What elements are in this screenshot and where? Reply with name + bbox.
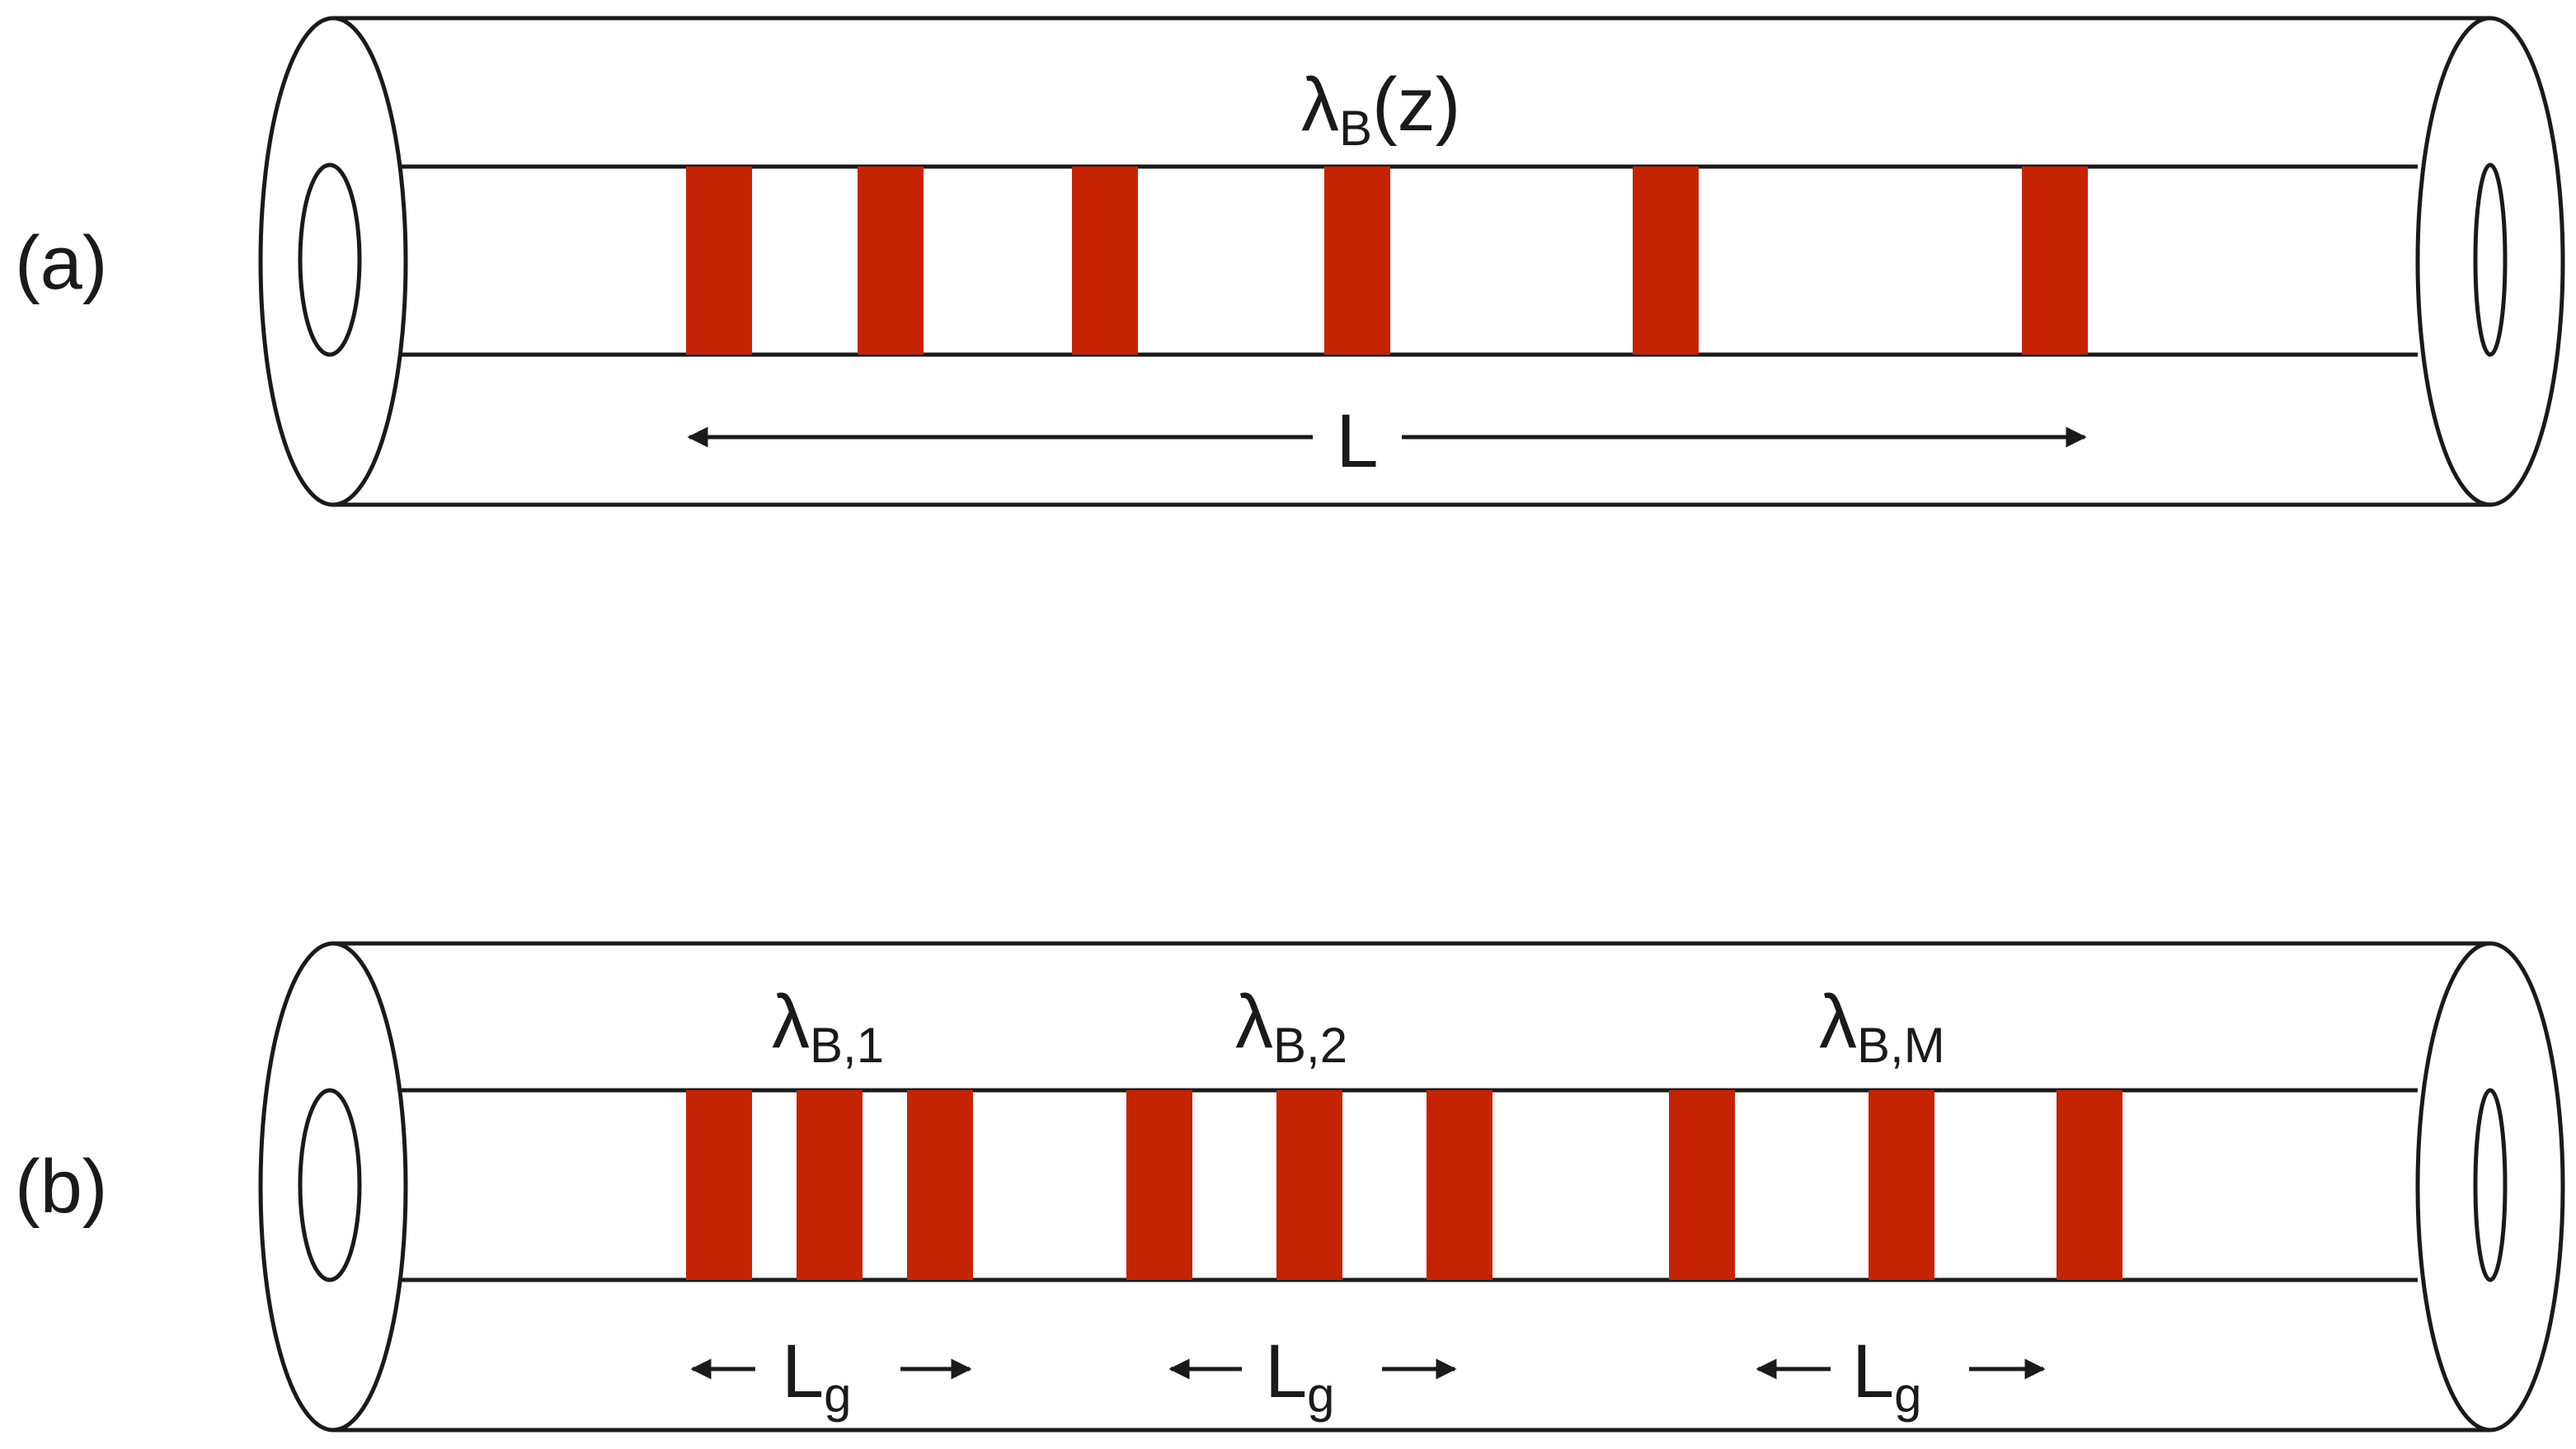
grating-b-1-2 — [797, 1090, 863, 1280]
wavelength-label-b-2: λB,2 — [1235, 980, 1347, 1073]
wavelength-label-a: λB(z) — [1301, 63, 1460, 156]
grating-b-1-1 — [686, 1090, 752, 1280]
grating-a-5 — [1633, 167, 1699, 355]
grating-group-2: λB,2 Lg — [1126, 980, 1492, 1423]
panel-b-label: (b) — [15, 1145, 107, 1229]
fiber-a-left-core — [298, 162, 362, 357]
length-label-a: L — [1336, 399, 1378, 483]
grating-a-2 — [858, 167, 924, 355]
fiber-b-right-core — [2473, 1088, 2508, 1282]
grating-a-3 — [1072, 167, 1138, 355]
fiber-b — [258, 941, 2565, 1433]
fiber-a — [258, 16, 2565, 507]
grating-b-m-3 — [2057, 1090, 2122, 1280]
grating-b-2-1 — [1126, 1090, 1192, 1280]
gratings-a — [686, 167, 2088, 355]
length-label-b-m: Lg — [1852, 1329, 1922, 1423]
grating-b-m-2 — [1869, 1090, 1934, 1280]
panel-a-label: (a) — [15, 221, 107, 305]
grating-b-2-3 — [1427, 1090, 1492, 1280]
grating-group-1: λB,1 Lg — [686, 980, 973, 1423]
fiber-b-left-core — [298, 1088, 362, 1282]
grating-b-2-2 — [1276, 1090, 1342, 1280]
grating-a-6 — [2022, 167, 2088, 355]
length-label-b-1: Lg — [782, 1329, 852, 1423]
length-label-b-2: Lg — [1265, 1329, 1335, 1423]
panel-b: (b) λB,1 Lg λB,2 Lg — [15, 941, 2565, 1433]
wavelength-label-b-m: λB,M — [1819, 980, 1945, 1073]
grating-group-m: λB,M Lg — [1669, 980, 2122, 1423]
wavelength-label-b-1: λB,1 — [772, 980, 884, 1073]
fiber-a-right-core — [2473, 162, 2508, 357]
grating-a-1 — [686, 167, 752, 355]
grating-b-m-1 — [1669, 1090, 1735, 1280]
panel-a: (a) λB(z) L — [15, 16, 2565, 507]
grating-b-1-3 — [907, 1090, 973, 1280]
grating-a-4 — [1324, 167, 1390, 355]
